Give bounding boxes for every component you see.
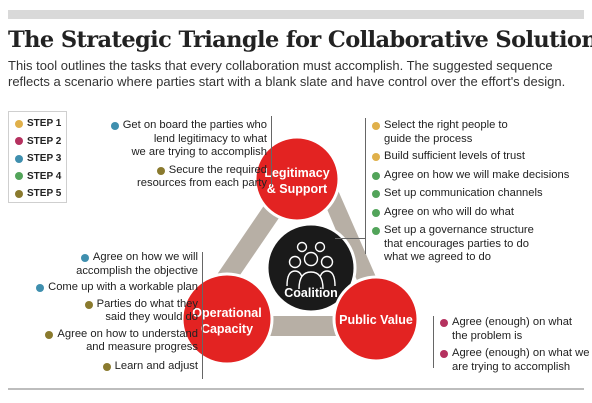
step-4-dot-icon: [372, 190, 380, 198]
step-3-dot-icon: [110, 122, 119, 130]
step-3-dot-icon: [80, 254, 89, 262]
description: This tool outlines the tasks that every …: [8, 58, 583, 90]
step-5-dot-icon: [15, 189, 23, 198]
operational-task-4: Agree on how to understand: [8, 328, 198, 342]
operational-task-3: Parties do what they: [8, 298, 198, 312]
public-value-task-1: Agree (enough) on what: [440, 316, 584, 330]
public-value-connector: [433, 316, 434, 368]
step-4-dot-icon: [372, 171, 380, 180]
coalition-label: Coalition: [284, 286, 337, 300]
coalition-task-3: Agree on how we will make decisions: [372, 169, 584, 183]
public-value-circle: [332, 275, 420, 363]
legend-step-5: STEP 5: [15, 185, 66, 203]
step-5-dot-icon: [156, 166, 165, 175]
operational-task-5: Learn and adjust: [8, 360, 198, 374]
public-value-task-list: Agree (enough) on what the problem is Ag…: [440, 316, 589, 374]
coalition-connector: [365, 118, 366, 254]
operational-connector: [202, 252, 203, 379]
people-icon: [286, 241, 336, 290]
coalition-task-2: Build sufficient levels of trust: [372, 150, 584, 164]
legend-step-3: STEP 3: [15, 150, 66, 168]
legend-step-4: STEP 4: [15, 168, 66, 186]
legitimacy-connector: [271, 116, 272, 186]
coalition-task-6: Set up a governance structure: [372, 224, 584, 238]
step-3-dot-icon: [15, 154, 23, 163]
step-5-dot-icon: [84, 300, 93, 309]
coalition-task-list: Select the right people to guide the pro…: [372, 119, 584, 265]
legitimacy-support-circle: [253, 135, 341, 223]
coalition-task-4: Set up communication channels: [372, 187, 584, 201]
legitimacy-task-2: Secure the required: [70, 164, 267, 178]
top-rule: [8, 10, 584, 19]
step-1-dot-icon: [372, 153, 380, 161]
step-1-dot-icon: [372, 122, 380, 130]
step-5-dot-icon: [102, 362, 111, 371]
coalition-task-1: Select the right people to: [372, 119, 584, 133]
step-4-dot-icon: [372, 208, 380, 217]
step-3-dot-icon: [36, 284, 45, 292]
operational-capacity-circle: [180, 272, 274, 366]
legitimacy-label-2: & Support: [267, 182, 328, 196]
step-5-dot-icon: [45, 330, 54, 339]
public-value-task-2: Agree (enough) on what we: [440, 347, 589, 361]
coalition-connector-tick: [335, 238, 365, 239]
coalition-circle: [265, 222, 357, 314]
step-4-dot-icon: [372, 227, 380, 235]
step-legend: STEP 1 STEP 2 STEP 3 STEP 4 STEP 5: [8, 111, 67, 203]
coalition-task-5: Agree on who will do what: [372, 206, 584, 220]
step-4-dot-icon: [15, 172, 23, 181]
operational-task-list: Agree on how we will accomplish the obje…: [8, 251, 198, 373]
page-title: The Strategic Triangle for Collaborative…: [8, 27, 592, 53]
operational-task-1: Agree on how we will: [8, 251, 198, 265]
legitimacy-label-1: Legitimacy: [264, 166, 329, 180]
description-line-2: reflects a scenario where parties start …: [8, 74, 566, 89]
step-2-dot-icon: [440, 319, 448, 327]
legend-step-2: STEP 2: [15, 133, 66, 151]
operational-label-1: Operational: [192, 306, 261, 320]
description-line-1: This tool outlines the tasks that every …: [8, 58, 553, 73]
bottom-rule: [8, 388, 584, 390]
step-2-dot-icon: [440, 350, 448, 358]
legitimacy-task-1: Get on board the parties who: [70, 119, 267, 133]
legitimacy-task-list: Get on board the parties who lend legiti…: [70, 119, 267, 191]
step-1-dot-icon: [15, 119, 23, 128]
public-value-label: Public Value: [339, 313, 413, 327]
operational-task-2: Come up with a workable plan: [8, 281, 198, 295]
legend-step-1: STEP 1: [15, 115, 66, 133]
step-2-dot-icon: [15, 137, 23, 146]
operational-label-2: Capacity: [201, 322, 253, 336]
